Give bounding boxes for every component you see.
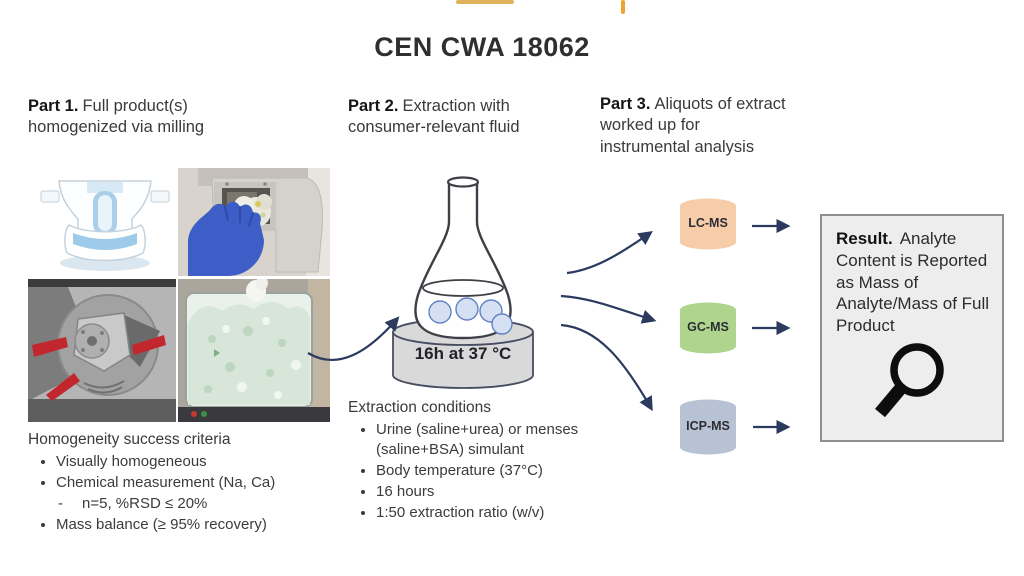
arrow-flask-to-lcms: [566, 230, 653, 275]
part1-heading: Part 1.Full product(s) homogenized via m…: [28, 96, 246, 139]
diaper-illustration-graphic: [40, 180, 170, 271]
icpms-label: ICP-MS: [686, 419, 730, 434]
criteria-item: Visually homogeneous: [56, 452, 340, 472]
conditions-item: Urine (saline+urea) or menses (saline+BS…: [376, 420, 636, 460]
cropped-logo-stroke-icon: [621, 0, 625, 14]
milling-machine-photo: [178, 168, 330, 276]
conditions-item: 16 hours: [376, 482, 636, 502]
database-cylinder-icon: [680, 198, 736, 250]
criteria-item: Mass balance (≥ 95% recovery): [56, 515, 340, 535]
sample-clumps: [428, 297, 513, 335]
magnifying-glass-icon: [875, 343, 944, 418]
incubation-label: 16h at 37 °C: [414, 344, 512, 363]
extraction-conditions: Extraction conditions Urine (saline+urea…: [348, 398, 636, 523]
lcms-cylinder: LC-MS: [678, 197, 738, 251]
part3-heading-text: Aliquots of extract worked up for instru…: [600, 95, 786, 156]
part2-heading: Part 2.Extraction with consumer-relevant…: [348, 96, 566, 139]
gcms-cylinder: GC-MS: [678, 301, 738, 355]
conditions-list: Urine (saline+urea) or menses (saline+BS…: [348, 420, 636, 522]
cutting-mill-diagram-graphic: [28, 279, 176, 422]
milled-fluff-photo-graphic: [178, 279, 330, 422]
milled-fluff-photo: [178, 279, 330, 422]
cropped-logo-mark-icon: [456, 0, 514, 4]
red-blade-arrows: [32, 335, 166, 401]
arrow-flask-to-gcms: [560, 294, 657, 324]
arrow-flask-to-icpms: [560, 323, 653, 412]
icpms-cylinder: ICP-MS: [678, 398, 738, 456]
flask-body: [414, 176, 512, 340]
lcms-label: LC-MS: [688, 216, 728, 231]
blue-glove-hand: [188, 201, 264, 276]
part2-heading-text: Extraction with consumer-relevant fluid: [348, 97, 520, 137]
tissue-wisp: [246, 279, 268, 302]
part3-heading-label: Part 3.: [600, 95, 651, 113]
result-box: Result.Analyte Content is Reported as Ma…: [820, 214, 1004, 442]
criteria-list: Visually homogeneous Chemical measuremen…: [28, 452, 340, 534]
milling-machine-photo-graphic: [178, 168, 330, 276]
criteria-subitem: n=5, %RSD ≤ 20%: [56, 494, 340, 514]
conditions-item: 1:50 extraction ratio (w/v): [376, 503, 636, 523]
gcms-label: GC-MS: [687, 320, 729, 335]
criteria-item: Chemical measurement (Na, Ca): [56, 473, 340, 493]
page-title: CEN CWA 18062: [374, 32, 590, 62]
database-cylinder-icon: [680, 302, 736, 354]
homogeneity-criteria: Homogeneity success criteria Visually ho…: [28, 430, 340, 536]
conditions-item: Body temperature (37°C): [376, 461, 636, 481]
database-cylinder-icon: [680, 399, 736, 455]
result-text: Result.Analyte Content is Reported as Ma…: [836, 228, 992, 337]
result-body: Analyte Content is Reported as Mass of A…: [836, 229, 990, 335]
part2-heading-label: Part 2.: [348, 97, 399, 115]
diaper-illustration: [35, 167, 175, 277]
part1-heading-text: Full product(s) homogenized via milling: [28, 97, 205, 137]
erlenmeyer-flask-icon: [392, 176, 534, 389]
result-label: Result.: [836, 229, 893, 248]
part1-heading-label: Part 1.: [28, 97, 79, 115]
conditions-heading: Extraction conditions: [348, 399, 492, 416]
part3-heading: Part 3.Aliquots of extract worked up for…: [600, 94, 788, 158]
criteria-heading: Homogeneity success criteria: [28, 431, 231, 448]
cutting-mill-diagram: [28, 279, 176, 422]
